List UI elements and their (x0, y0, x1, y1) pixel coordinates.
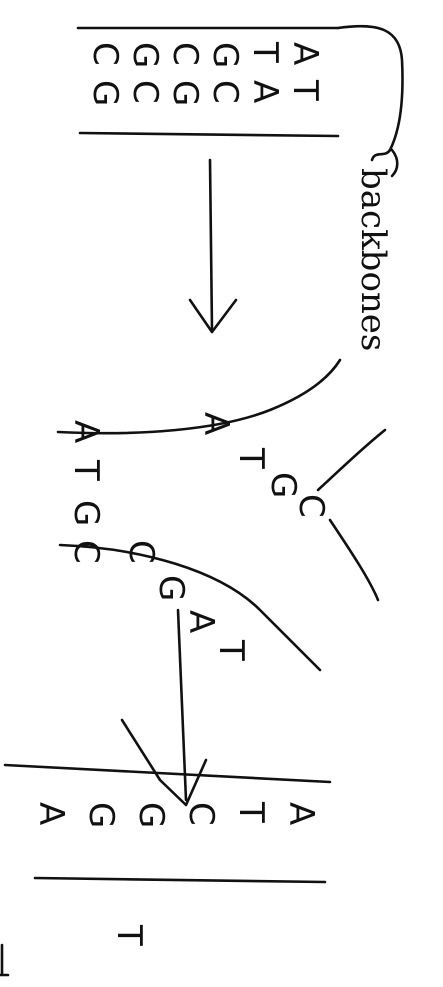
edge-mark (0, 943, 10, 977)
stage3-new-strand: A G G C T A T (0, 763, 332, 977)
base-letter: G (66, 500, 106, 526)
base-letter: T (245, 41, 285, 63)
base-letter: A (31, 802, 71, 825)
base-letter: A (196, 412, 236, 435)
base-letter: C (85, 42, 125, 66)
base-letter: T (231, 801, 271, 823)
stage2-replication-fork: A T G C A T G C C G A T (56, 358, 387, 672)
extra-base-letter: T (109, 924, 149, 946)
backbone-line-bottom (78, 131, 340, 138)
base-letter: G (85, 80, 125, 106)
base-letter: A (281, 802, 321, 825)
base-letter: T (66, 459, 106, 481)
base-letter: A (66, 420, 106, 443)
strand-line-top (3, 763, 332, 784)
arrow-1 (188, 158, 238, 334)
base-letter: G (165, 80, 205, 106)
base-letter: G (263, 472, 303, 498)
fork-strand-upper (56, 358, 342, 435)
stage1-double-helix: A T T A G C C G G C C G backbones (76, 24, 404, 351)
backbone-pointer (390, 148, 399, 178)
stage2-bases: A T G C A T G C C G A T (66, 412, 331, 661)
base-letter: A (285, 42, 325, 65)
base-letter: C (66, 540, 106, 564)
strand-line-bottom (33, 876, 327, 884)
base-letter: G (81, 802, 121, 828)
base-letter: C (165, 42, 205, 66)
base-letter: G (205, 42, 245, 68)
base-letter: G (151, 575, 191, 601)
base-letter: C (121, 540, 161, 564)
fork-strand-lower (58, 543, 322, 672)
stage3-bases: A G G C T A (31, 801, 321, 828)
base-letter: G (131, 802, 171, 828)
base-letter: A (181, 610, 221, 633)
base-letter: G (125, 42, 165, 68)
base-letter: T (211, 639, 251, 661)
fork-outer-lower (328, 518, 380, 602)
backbones-label: backbones (353, 168, 393, 351)
base-letter: C (125, 80, 165, 104)
base-letter: C (291, 494, 331, 518)
base-letter: T (231, 447, 271, 469)
backbone-bracket (336, 24, 404, 162)
stage1-base-grid: A T T A G C C G G C C G (85, 41, 325, 106)
base-letter: C (205, 80, 245, 104)
base-letter: C (181, 802, 221, 826)
fork-outer-upper (316, 428, 387, 492)
arrow-2 (120, 608, 208, 807)
base-letter: A (245, 80, 285, 103)
base-letter: T (285, 79, 325, 101)
